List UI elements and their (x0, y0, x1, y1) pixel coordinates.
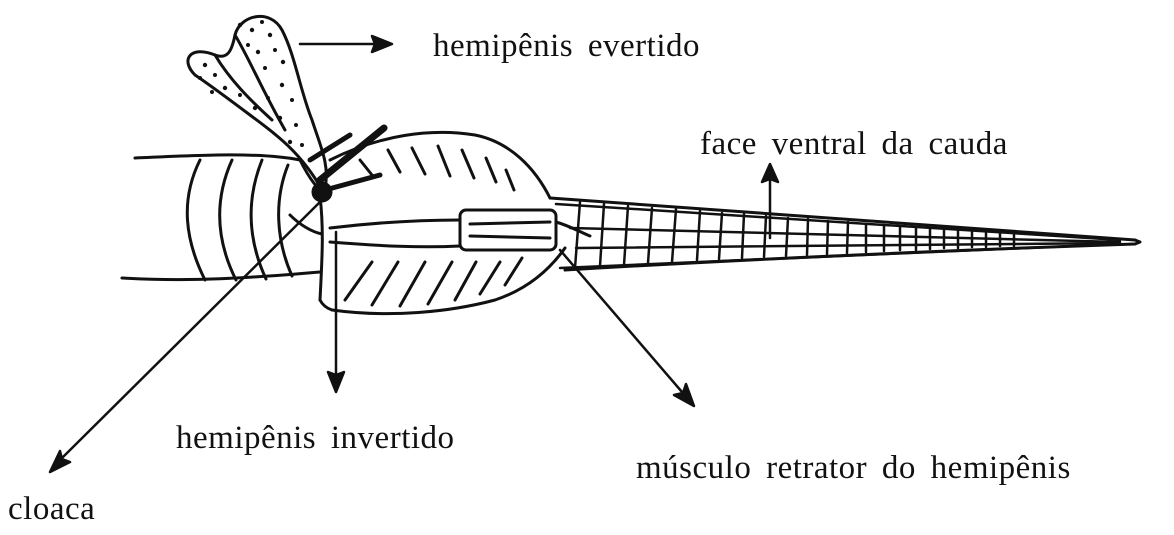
body-outline (122, 155, 320, 280)
label-face-ventral-da-cauda: face ventral da cauda (700, 128, 1008, 161)
everted-hemipenis (188, 16, 384, 190)
leader-arrows (50, 36, 778, 472)
label-cloaca: cloaca (8, 493, 95, 526)
retractor-muscle (330, 210, 590, 250)
label-hemipenis-evertido: hemipênis evertido (433, 30, 700, 63)
label-musculo-retrator: músculo retrator do hemipênis (636, 452, 1071, 485)
lower-flap (332, 248, 565, 314)
tail-scales (556, 202, 1120, 268)
label-hemipenis-invertido: hemipênis invertido (176, 422, 455, 455)
